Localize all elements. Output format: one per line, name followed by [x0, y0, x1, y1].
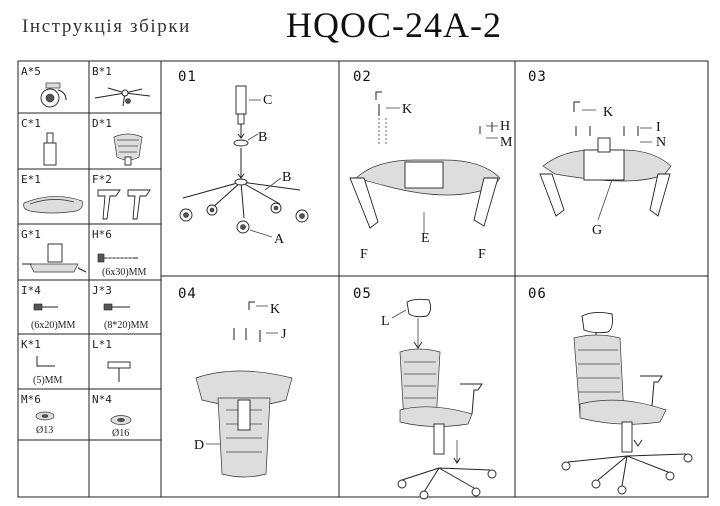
callout-d: D	[194, 438, 204, 453]
backrest-icon	[113, 133, 143, 166]
washer-icon	[35, 411, 55, 421]
part-size-i: (6x20)MM	[31, 320, 76, 331]
part-label-l: L*1	[92, 338, 112, 351]
part-label-m: M*6	[21, 393, 41, 406]
callout-a: A	[274, 232, 285, 247]
step-04-diagram	[195, 301, 293, 478]
part-label-n: N*4	[92, 393, 112, 406]
screw-icon	[33, 303, 58, 311]
long-screw-icon	[97, 253, 138, 263]
part-size-j: (8*20)MM	[104, 320, 149, 331]
callout-k-04: K	[270, 302, 280, 317]
part-size-n: Ø16	[112, 428, 129, 439]
callout-k-03: K	[603, 105, 613, 120]
instruction-title: Інструкція збірки	[22, 16, 191, 37]
step-number-01: 01	[178, 69, 197, 85]
step-06-diagram	[561, 311, 693, 495]
step-05-diagram	[391, 298, 497, 500]
part-size-m: Ø13	[36, 425, 53, 436]
caster-wheel-icon	[40, 82, 67, 108]
callout-b-upper: B	[258, 130, 267, 145]
part-label-d: D*1	[92, 117, 112, 130]
part-label-f: F*2	[92, 173, 112, 186]
callout-k-02: K	[402, 102, 412, 117]
grid-lines	[17, 60, 709, 498]
step-number-03: 03	[528, 69, 547, 85]
part-label-g: G*1	[21, 228, 41, 241]
model-number: HQOC-24A-2	[286, 5, 502, 45]
callout-g: G	[592, 223, 602, 238]
headrest-bolt-icon	[107, 361, 131, 382]
callout-f-left: F	[360, 247, 368, 262]
part-size-k: (5)MM	[33, 375, 63, 386]
screw-icon	[103, 303, 130, 311]
step-02-diagram	[349, 91, 501, 234]
callout-c: C	[263, 93, 272, 108]
callout-b-lower: B	[282, 170, 291, 185]
callout-l: L	[381, 314, 390, 329]
star-base-icon	[94, 87, 151, 107]
callout-j: J	[281, 327, 287, 342]
part-size-h: (6x30)MM	[102, 267, 147, 278]
armrest-icon	[97, 189, 151, 220]
callout-i: I	[656, 120, 661, 135]
callout-f-right: F	[478, 247, 486, 262]
callout-e: E	[421, 231, 430, 246]
step-number-02: 02	[353, 69, 372, 85]
step-number-06: 06	[528, 286, 547, 302]
part-label-e: E*1	[21, 173, 41, 186]
part-label-h: H*6	[92, 228, 112, 241]
step-number-05: 05	[353, 286, 372, 302]
part-label-j: J*3	[92, 284, 112, 297]
step-03-diagram	[539, 101, 672, 221]
part-label-i: I*4	[21, 284, 41, 297]
mechanism-icon	[22, 243, 87, 273]
allen-key-icon	[36, 356, 55, 367]
gas-lift-icon	[43, 132, 57, 166]
part-label-c: C*1	[21, 117, 41, 130]
step-01-diagram	[179, 85, 309, 238]
part-label-b: B*1	[92, 65, 112, 78]
seat-icon	[23, 196, 83, 214]
part-label-a: A*5	[21, 65, 41, 78]
step-number-04: 04	[178, 286, 197, 302]
washer-icon	[110, 415, 132, 425]
callout-n: N	[656, 135, 666, 150]
part-label-k: K*1	[21, 338, 41, 351]
callout-m: M	[500, 135, 513, 150]
callout-h: H	[500, 119, 510, 134]
